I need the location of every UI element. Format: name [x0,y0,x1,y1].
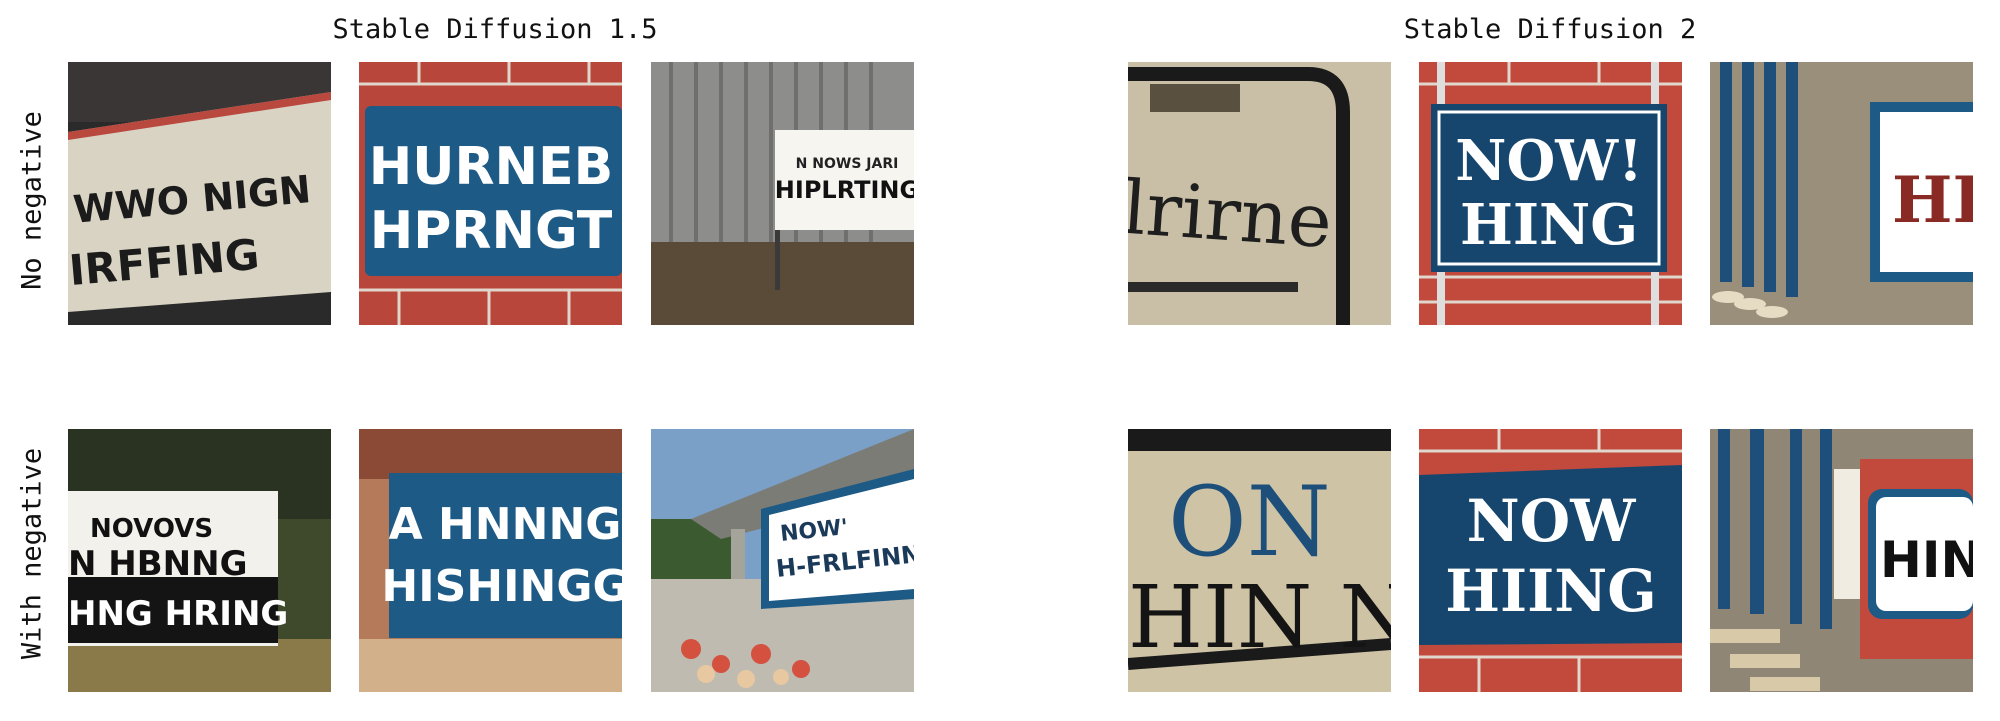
sign-text-line-2: HISHINGG [381,561,622,612]
sign-text-line-1: ON [1168,466,1331,578]
sign-text-line-2: HING [1460,192,1638,258]
image-tile: WWO NIGN IRFFING [68,62,331,325]
column-title-sd2: Stable Diffusion 2 [1403,14,1697,45]
image-tile: NOW HIING [1419,429,1682,692]
sign-text-line-1: NOVOVS [90,514,213,544]
image-tile: ON HIN N [1128,429,1391,692]
sign-text-line-1: HIN [1880,531,1973,589]
sign-text-line-1: A HNNNG [389,499,622,550]
image-tile: lrirne [1128,62,1391,325]
sign-text-line-1: HI [1892,163,1973,238]
sign-text-line-1: N NOWS JARI [796,156,899,172]
image-tile: A HNNNG HISHINGG [359,429,622,692]
sign-text-line-1: lrirne [1128,165,1335,265]
sign-text-line-3: HNG HRING [68,594,288,634]
image-tile: N NOWS JARI HIPLRTING [651,62,914,325]
sign-text-line-2: HIING [1445,557,1657,625]
sign-text-line-1: NOW! [1455,128,1642,194]
image-tile: NOVOVS N HBNNG HNG HRING [68,429,331,692]
sign-text-line-2: HIN N [1128,568,1391,668]
image-tile: HIN [1710,429,1973,692]
sign-text-line-1: NOW [1467,487,1637,555]
column-title-sd15: Stable Diffusion 1.5 [332,14,658,45]
image-tile: NOW' H-FRLFINN [651,429,914,692]
sign-text-line-2: HIPLRTING [775,176,914,204]
sign-text-line-1: HURNEB [369,137,613,197]
image-tile: HI [1710,62,1973,325]
sign-text-line-2: N HBNNG [68,544,247,584]
row-label-with-negative: With negative [16,447,48,660]
row-label-no-negative: No negative [16,111,48,290]
image-tile: NOW! HING [1419,62,1682,325]
sign-text-line-2: HPRNGT [370,201,613,261]
image-tile: HURNEB HPRNGT [359,62,622,325]
